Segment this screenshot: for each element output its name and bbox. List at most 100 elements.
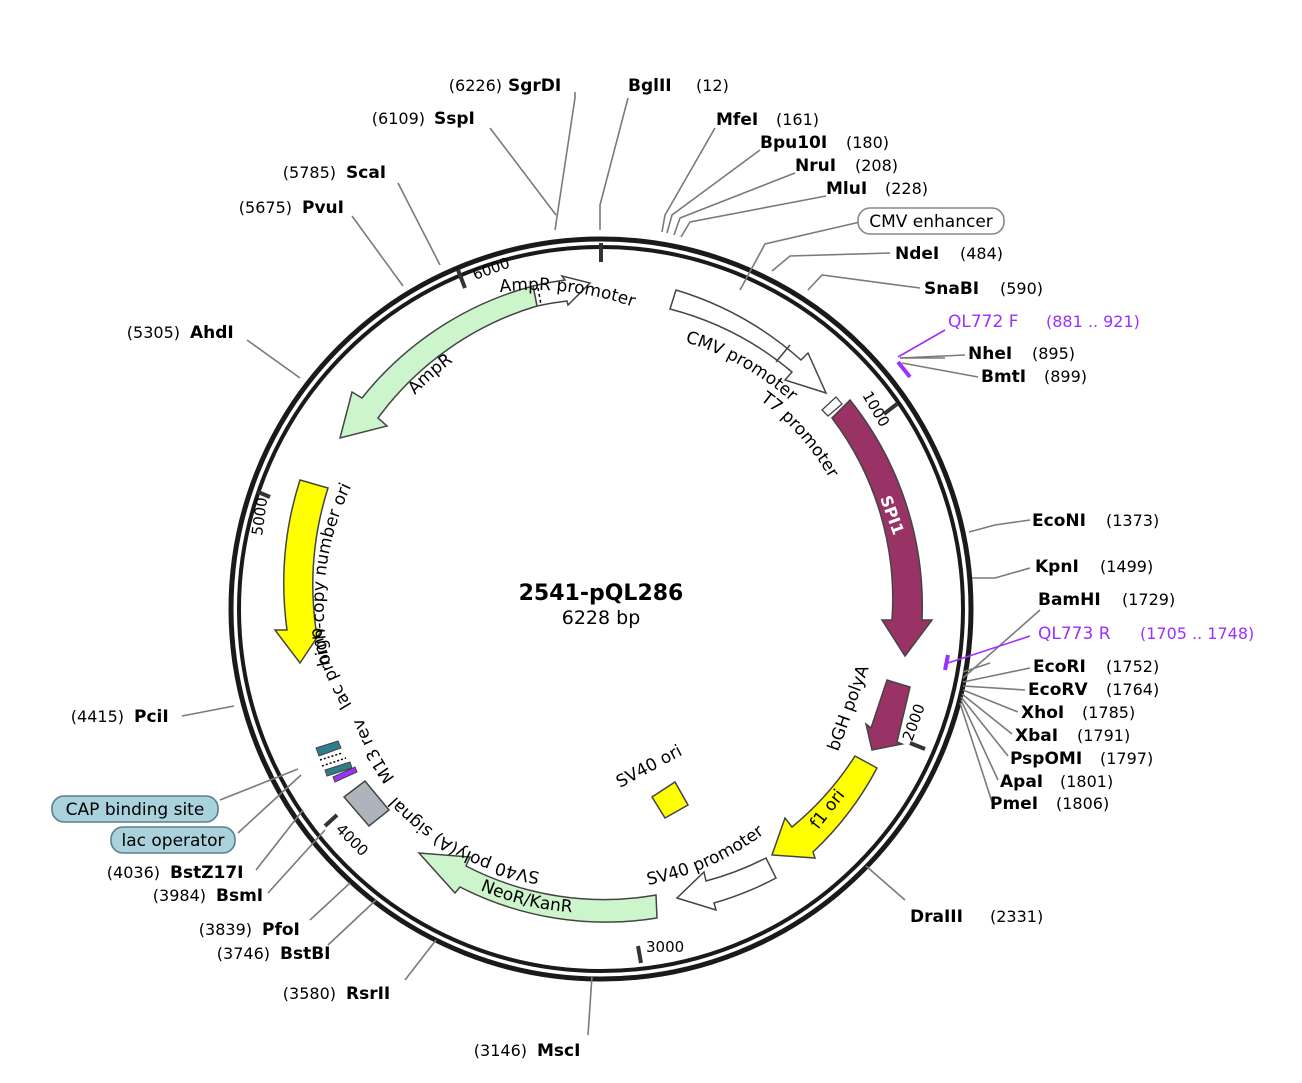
cmv-enhancer-box xyxy=(857,207,1005,235)
site-pos: (228) xyxy=(885,179,928,198)
feature-label-m13-rev: M13 rev xyxy=(349,716,399,787)
site-name: ApaI xyxy=(1000,772,1043,792)
cap-binding-site-label-box xyxy=(51,795,219,823)
lac-operator-label: lac operator xyxy=(121,831,224,851)
site-pos: (161) xyxy=(776,110,819,129)
site-name: MscI xyxy=(537,1041,580,1061)
site-name: NruI xyxy=(795,156,836,176)
site-pos: (208) xyxy=(855,156,898,175)
site-pos: (484) xyxy=(960,244,1003,263)
tick-label-3000: 3000 xyxy=(646,938,684,956)
bgh-polya-arrow xyxy=(864,679,911,751)
tick-label-4000: 4000 xyxy=(332,820,372,860)
ampr-arrow xyxy=(338,285,538,440)
site-pos: (1797) xyxy=(1100,749,1153,768)
site-pos: (3839) xyxy=(199,920,252,939)
site-pos: (895) xyxy=(1032,344,1075,363)
cap-binding-site-label: CAP binding site xyxy=(66,800,205,820)
site-pos: (5305) xyxy=(127,323,180,342)
site-name: XbaI xyxy=(1015,726,1058,746)
site-pos: (6226) xyxy=(449,76,502,95)
site-name: PmeI xyxy=(990,794,1038,814)
primer-bar-ql773r xyxy=(943,654,950,671)
neo-kanr-arrow xyxy=(417,852,658,923)
tick-label-5000: 5000 xyxy=(248,496,271,536)
primer-range-ql773r: (1705 .. 1748) xyxy=(1140,624,1254,643)
site-name: ScaI xyxy=(346,163,386,183)
site-name: EcoNI xyxy=(1032,511,1086,531)
site-name: PvuI xyxy=(302,198,344,218)
site-name: SgrDI xyxy=(508,76,561,96)
site-name: SnaBI xyxy=(924,279,979,299)
feature-label-bgh-polya: bGH polyA xyxy=(824,662,874,754)
site-name: RsrII xyxy=(346,984,390,1004)
feature-label-t7-promoter: T7 promoter xyxy=(756,387,842,481)
high-copy-ori-arrow xyxy=(273,479,329,665)
site-name: NdeI xyxy=(895,244,939,264)
site-pos: (5675) xyxy=(239,198,292,217)
backbone-outer xyxy=(228,236,974,982)
primer-label-ql773r: QL773 R xyxy=(1038,624,1111,644)
site-pos: (3146) xyxy=(474,1041,527,1060)
site-name: PspOMI xyxy=(1010,749,1082,769)
cmv-enhancer-label: CMV enhancer xyxy=(869,212,993,232)
site-name: MluI xyxy=(826,179,867,199)
leader-lines xyxy=(181,92,1041,1036)
site-pos: (2331) xyxy=(990,907,1043,926)
site-pos: (1499) xyxy=(1100,557,1153,576)
site-pos: (4415) xyxy=(71,707,124,726)
site-pos: (1785) xyxy=(1082,703,1135,722)
tick-marks xyxy=(257,243,926,964)
site-pos: (6109) xyxy=(372,109,425,128)
site-pos: (899) xyxy=(1044,367,1087,386)
site-pos: (1752) xyxy=(1106,657,1159,676)
site-pos: (5785) xyxy=(283,163,336,182)
site-pos: (1729) xyxy=(1122,590,1175,609)
cap-binding-site-box xyxy=(315,740,342,757)
sv40-polya-box xyxy=(342,779,391,828)
cmv-promoter-arrow xyxy=(669,289,828,395)
site-pos: (1806) xyxy=(1056,794,1109,813)
site-name: AhdI xyxy=(190,323,234,343)
site-pos: (12) xyxy=(696,76,729,95)
site-pos: (1791) xyxy=(1077,726,1130,745)
site-pos: (590) xyxy=(1000,279,1043,298)
f1-ori-arrow xyxy=(770,755,879,859)
plasmid-name: 2541-pQL286 xyxy=(519,581,684,606)
site-pos: (3746) xyxy=(217,944,270,963)
spi1-arrow xyxy=(831,398,934,658)
plasmid-size: 6228 bp xyxy=(562,607,641,629)
site-pos: (4036) xyxy=(107,863,160,882)
site-name: MfeI xyxy=(716,110,758,130)
primer-bar-ql772f xyxy=(896,360,912,379)
site-name: EcoRI xyxy=(1033,657,1086,677)
site-labels: (6226) SgrDI BglII (12) (6109) SspI MfeI… xyxy=(71,76,1175,1061)
site-pos: (180) xyxy=(846,133,889,152)
site-pos: (1373) xyxy=(1106,511,1159,530)
site-name: NheI xyxy=(968,344,1012,364)
site-name: EcoRV xyxy=(1028,680,1088,700)
site-name: BsmI xyxy=(216,886,263,906)
site-pos: (1764) xyxy=(1106,680,1159,699)
t7-promoter-arrow xyxy=(821,396,843,417)
ampr-promoter-arrow xyxy=(532,274,592,307)
site-name: BmtI xyxy=(981,367,1026,387)
lac-operator-label-box xyxy=(110,826,236,854)
sv40-promoter-arrow xyxy=(675,856,777,912)
site-name: PciI xyxy=(134,707,169,727)
site-pos: (1801) xyxy=(1060,772,1113,791)
site-name: PfoI xyxy=(262,920,300,940)
site-name: KpnI xyxy=(1035,557,1079,577)
site-name: DraIII xyxy=(910,907,963,927)
site-name: BamHI xyxy=(1038,590,1101,610)
site-name: BstZ17I xyxy=(170,863,244,883)
site-name: XhoI xyxy=(1021,703,1064,723)
site-name: Bpu10I xyxy=(760,133,827,153)
primer-range-ql772f: (881 .. 921) xyxy=(1046,312,1140,331)
site-name: BstBI xyxy=(280,944,331,964)
site-name: SspI xyxy=(434,109,475,129)
site-name: BglII xyxy=(628,76,672,96)
site-pos: (3580) xyxy=(283,984,336,1003)
site-pos: (3984) xyxy=(153,886,206,905)
